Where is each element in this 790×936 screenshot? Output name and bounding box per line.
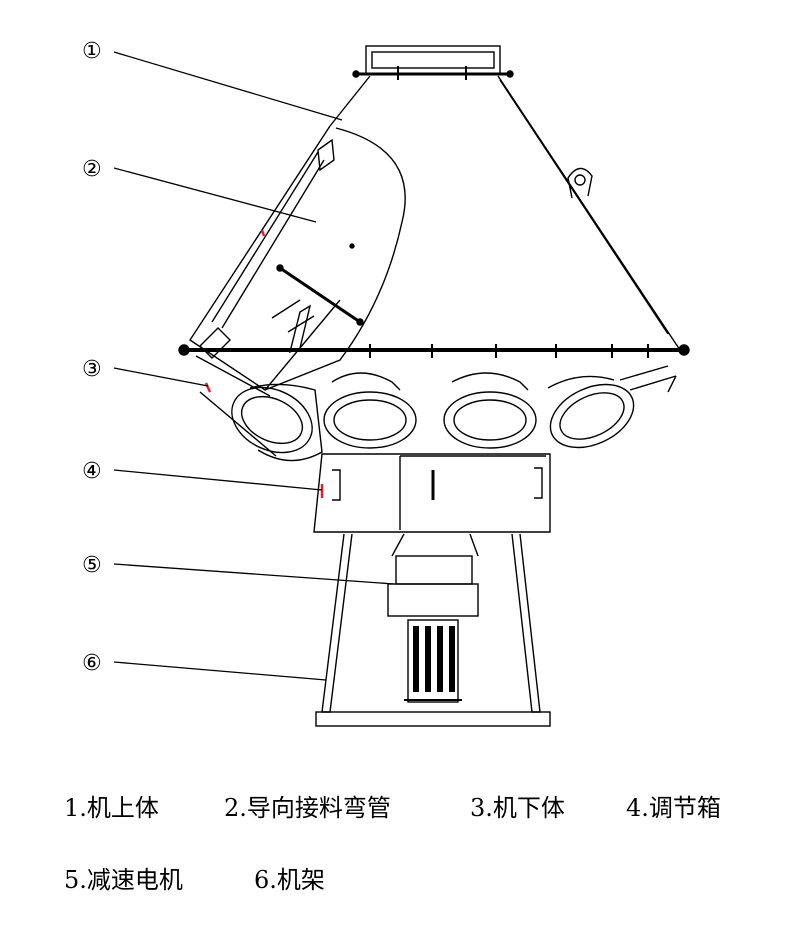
red-marker-group <box>204 229 324 498</box>
leader-lines <box>113 51 395 681</box>
legend-item-5: 5.减速电机 <box>64 866 183 894</box>
legend-item-2: 2.导向接料弯管 <box>224 794 391 822</box>
callout-6: ⑥ <box>82 651 102 676</box>
lower-body <box>178 344 690 462</box>
legend-item-1: 1.机上体 <box>64 794 159 822</box>
adjusting-box <box>313 453 551 533</box>
callout-3: ③ <box>82 357 102 382</box>
guide-elbow <box>189 125 406 397</box>
frame <box>315 533 551 727</box>
callout-1: ① <box>82 39 102 64</box>
gear-motor <box>387 555 479 703</box>
upper-body <box>329 45 681 351</box>
legend-row-2: 5.减速电机 6.机架 <box>0 860 790 900</box>
machine-diagram: ① ② ③ ④ ⑤ ⑥ <box>82 39 690 727</box>
legend-item-4: 4.调节箱 <box>626 794 721 822</box>
legend-item-3: 3.机下体 <box>470 794 565 822</box>
legend: 1.机上体 2.导向接料弯管 3.机下体 4.调节箱 <box>0 788 790 828</box>
callout-4: ④ <box>82 459 102 484</box>
callout-5: ⑤ <box>82 553 102 578</box>
callout-2: ② <box>82 157 102 182</box>
legend-item-6: 6.机架 <box>254 866 325 894</box>
